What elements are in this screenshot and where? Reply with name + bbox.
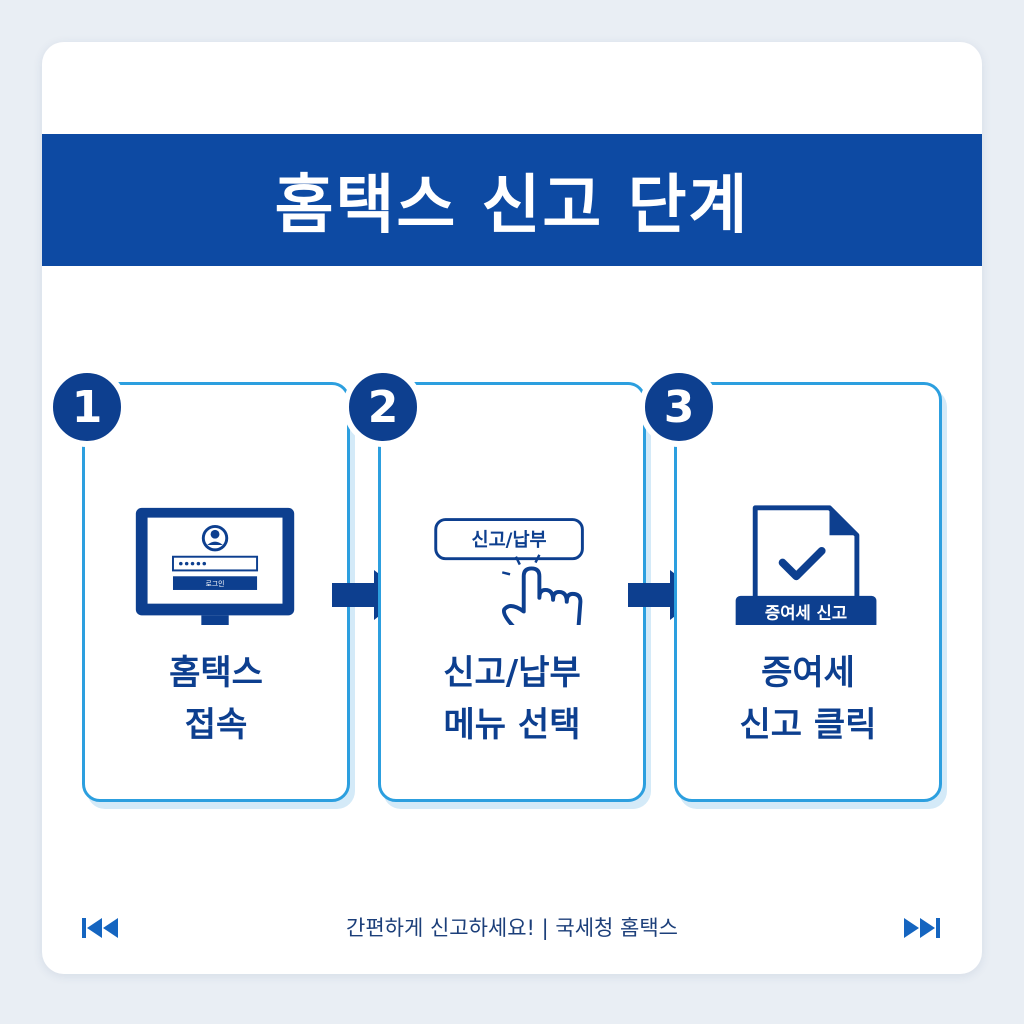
guide-card: 홈택스 신고 단계 1 로그인 홈택스 접속 2 <box>42 42 982 974</box>
document-check-icon: 증여세 신고 <box>735 505 877 625</box>
gift-tax-badge-label: 증여세 신고 <box>765 603 847 622</box>
step-2-label: 신고/납부 메뉴 선택 <box>443 653 581 745</box>
step-1-label: 홈택스 접속 <box>169 653 263 745</box>
page-title: 홈택스 신고 단계 <box>274 169 750 243</box>
step-2-badge: 2 <box>343 367 423 447</box>
step-1-card: 1 로그인 홈택스 접속 <box>47 367 350 802</box>
step-3-badge: 3 <box>639 367 719 447</box>
footer: 간편하게 신고하세요! | 국세청 홈택스 <box>42 902 982 952</box>
step-2-card: 2 신고/납부 신고/납부 메뉴 선택 <box>343 367 646 802</box>
footer-text: 간편하게 신고하세요! | 국세청 홈택스 <box>346 916 678 940</box>
step-3-label: 증여세 신고 클릭 <box>739 653 877 745</box>
menu-button-label: 신고/납부 <box>472 530 547 551</box>
computer-login-icon: 로그인 <box>135 507 295 625</box>
login-button-label: 로그인 <box>206 579 225 588</box>
skip-forward-icon[interactable] <box>890 916 940 940</box>
hand-click-icon: 신고/납부 <box>434 518 584 625</box>
title-banner: 홈택스 신고 단계 <box>42 134 982 266</box>
step-3-card: 3 증여세 신고 증여세 신고 클릭 <box>639 367 942 802</box>
step-1-badge: 1 <box>47 367 127 447</box>
skip-back-icon[interactable] <box>82 916 132 940</box>
